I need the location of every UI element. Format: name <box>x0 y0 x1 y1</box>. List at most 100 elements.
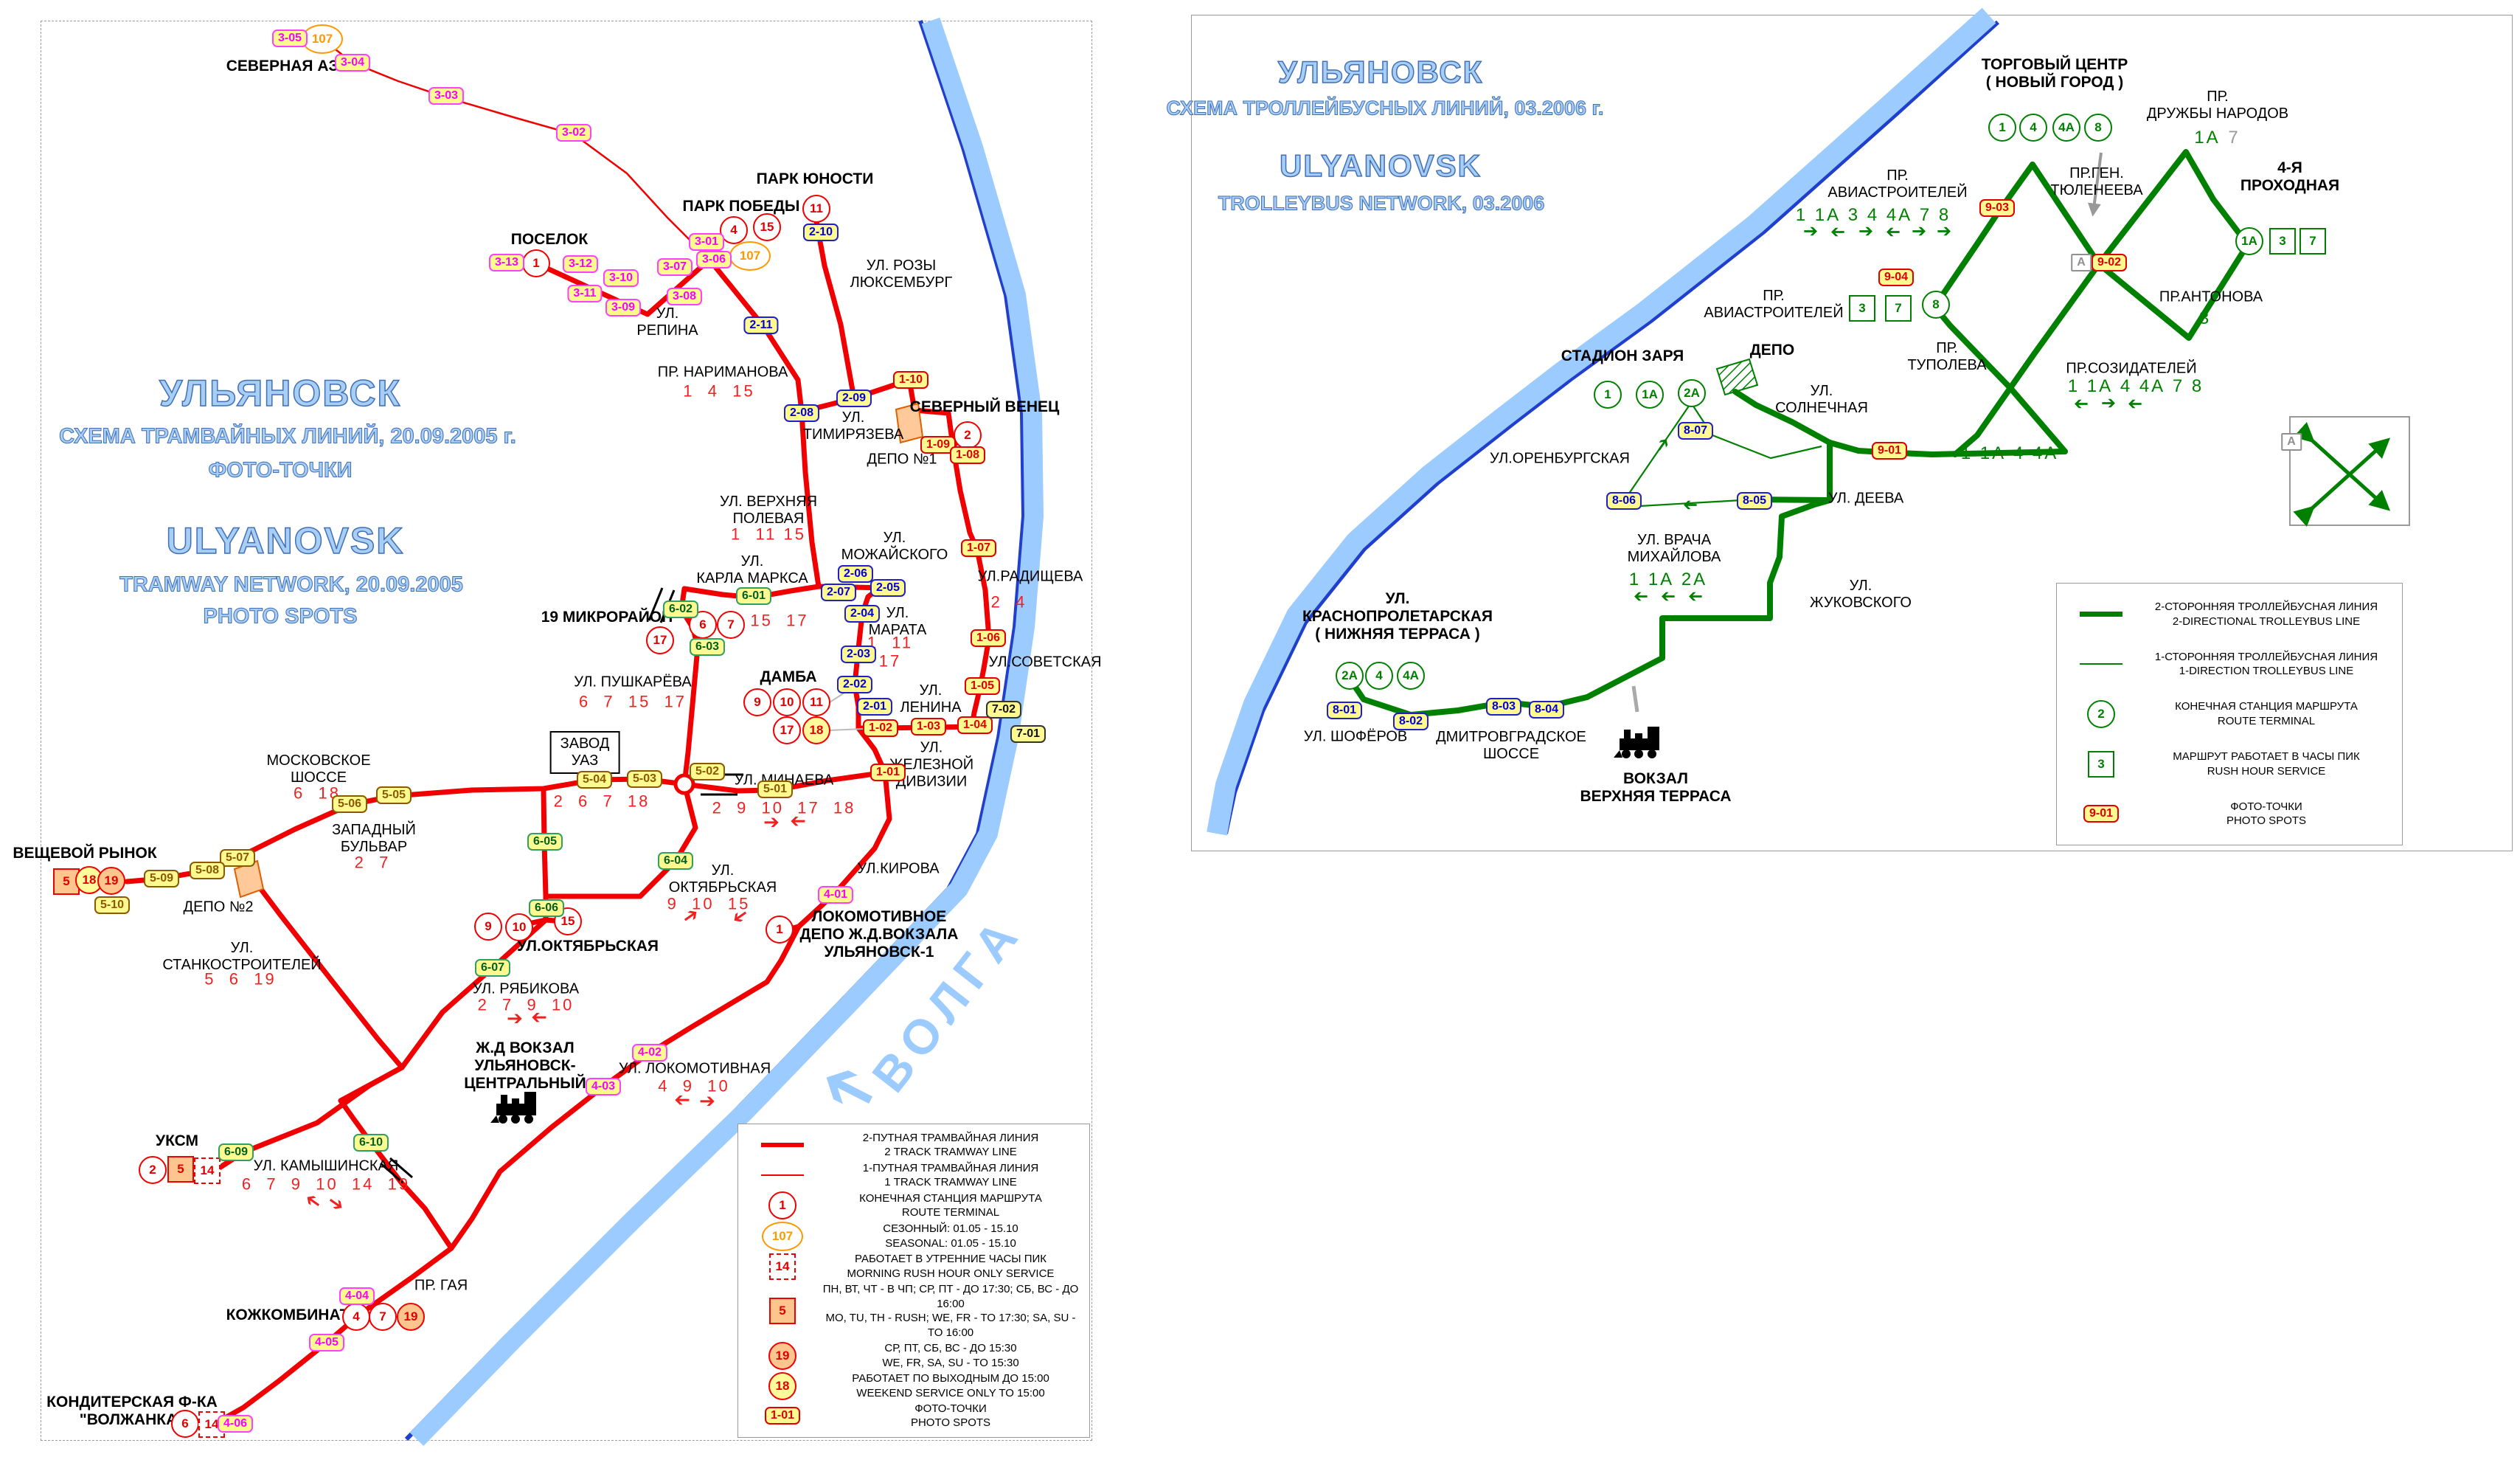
route-terminal-9: 9 <box>743 688 771 716</box>
map-label: ВЕЩЕВОЙ РЫНОК <box>13 844 157 862</box>
photo-spot-6-04[interactable]: 6-04 <box>657 852 694 870</box>
photo-spot-8-02[interactable]: 8-02 <box>1392 713 1429 730</box>
direction-arrow: ➔ <box>531 1007 547 1029</box>
photo-spot-5-04[interactable]: 5-04 <box>576 771 613 789</box>
photo-spot-8-04[interactable]: 8-04 <box>1528 701 1565 719</box>
photo-spot-3-04[interactable]: 3-04 <box>334 54 371 72</box>
photo-spot-6-06[interactable]: 6-06 <box>528 899 565 917</box>
photo-spot-5-06[interactable]: 5-06 <box>331 795 368 813</box>
photo-spot-3-06[interactable]: 3-06 <box>695 251 732 269</box>
photo-spot-4-01[interactable]: 4-01 <box>817 886 854 904</box>
map-label: ДАМБА <box>760 668 817 685</box>
photo-spot-3-10[interactable]: 3-10 <box>603 269 639 287</box>
photo-spot-1-03[interactable]: 1-03 <box>910 718 947 736</box>
photo-spot-6-02[interactable]: 6-02 <box>662 600 699 618</box>
photo-spot-1-06[interactable]: 1-06 <box>970 629 1007 647</box>
photo-spot-9-03[interactable]: 9-03 <box>1979 199 2016 217</box>
photo-spot-4-06[interactable]: 4-06 <box>217 1415 254 1433</box>
map-label: УЛ. КРАСНОПРОЛЕТАРСКАЯ ( НИЖНЯЯ ТЕРРАСА … <box>1302 589 1493 643</box>
photo-spot-2-11[interactable]: 2-11 <box>743 316 779 334</box>
photo-spot-1-09[interactable]: 1-09 <box>920 436 957 454</box>
photo-spot-6-05[interactable]: 6-05 <box>527 833 563 851</box>
photo-spot-3-13[interactable]: 3-13 <box>488 254 525 271</box>
route-terminal-7: 7 <box>717 611 745 639</box>
photo-spot-4-05[interactable]: 4-05 <box>308 1334 345 1351</box>
photo-spot-6-10[interactable]: 6-10 <box>353 1134 389 1152</box>
photo-spot-2-07[interactable]: 2-07 <box>820 584 857 601</box>
photo-spot-2-05[interactable]: 2-05 <box>869 579 906 597</box>
photo-spot-8-05[interactable]: 8-05 <box>1736 492 1773 510</box>
photo-spot-2-09[interactable]: 2-09 <box>836 390 872 407</box>
legend-text: КОНЕЧНАЯ СТАНЦИЯ МАРШРУТА ROUTE TERMINAL <box>859 1191 1042 1219</box>
photo-spot-2-10[interactable]: 2-10 <box>802 224 839 241</box>
legend-symbol-gl2 <box>2064 612 2138 617</box>
left-map-title-en: ULYANOVSK <box>166 519 405 562</box>
photo-spot-1-07[interactable]: 1-07 <box>960 539 997 557</box>
photo-spot-5-08[interactable]: 5-08 <box>189 862 226 879</box>
route-terminal-1: 1 <box>766 916 794 944</box>
photo-spot-3-09[interactable]: 3-09 <box>605 299 642 316</box>
photo-spot-6-07[interactable]: 6-07 <box>474 959 511 977</box>
photo-spot-2-01[interactable]: 2-01 <box>856 698 893 716</box>
photo-spot-2-08[interactable]: 2-08 <box>783 404 820 422</box>
photo-spot-8-06[interactable]: 8-06 <box>1606 492 1642 510</box>
photo-spot-2-03[interactable]: 2-03 <box>840 645 877 663</box>
route-terminal-4: 4 <box>1365 662 1393 690</box>
photo-spot-4-02[interactable]: 4-02 <box>631 1044 668 1062</box>
map-label: УЛ. ВЕРХНЯЯ ПОЛЕВАЯ <box>719 494 818 527</box>
photo-spot-5-01[interactable]: 5-01 <box>757 781 794 798</box>
photo-spot-3-08[interactable]: 3-08 <box>666 288 703 305</box>
route-terminal-8: 8 <box>2084 114 2112 142</box>
photo-spot-2-04[interactable]: 2-04 <box>844 605 881 623</box>
map-label: УЛ. ЖЕЛЕЗНОЙ ДИВИЗИИ <box>889 739 974 790</box>
photo-spot-А[interactable]: А <box>2281 433 2302 451</box>
photo-spot-7-01[interactable]: 7-01 <box>1010 725 1046 743</box>
photo-spot-5-10[interactable]: 5-10 <box>94 896 131 914</box>
photo-spot-6-01[interactable]: 6-01 <box>735 587 772 605</box>
photo-spot-1-08[interactable]: 1-08 <box>949 446 986 464</box>
photo-spot-3-02[interactable]: 3-02 <box>555 124 592 142</box>
photo-spot-4-03[interactable]: 4-03 <box>585 1078 622 1096</box>
photo-spot-8-03[interactable]: 8-03 <box>1485 698 1522 716</box>
photo-spot-3-07[interactable]: 3-07 <box>656 258 693 276</box>
photo-spot-8-01[interactable]: 8-01 <box>1326 702 1363 719</box>
photo-spot-6-09[interactable]: 6-09 <box>218 1143 254 1161</box>
photo-spot-3-12[interactable]: 3-12 <box>562 255 599 273</box>
photo-spot-5-03[interactable]: 5-03 <box>626 770 663 788</box>
photo-spot-2-06[interactable]: 2-06 <box>837 565 874 583</box>
photo-spot-2-02[interactable]: 2-02 <box>836 676 873 693</box>
photo-spot-1-01[interactable]: 1-01 <box>869 764 906 781</box>
map-label: УЛ. ДЕЕВА <box>1827 490 1904 507</box>
route-terminal-1: 1 <box>1988 114 2016 142</box>
photo-spot-5-02[interactable]: 5-02 <box>689 763 726 781</box>
photo-spot-3-11[interactable]: 3-11 <box>567 285 603 302</box>
photo-spot-9-02[interactable]: 9-02 <box>2091 254 2128 271</box>
direction-arrow: ➔ <box>1802 221 1819 241</box>
photo-spot-3-03[interactable]: 3-03 <box>428 87 465 105</box>
photo-spot-5-05[interactable]: 5-05 <box>375 786 412 804</box>
photo-spot-6-03[interactable]: 6-03 <box>689 638 726 656</box>
map-label: УЛ. ВРАЧА МИХАЙЛОВА <box>1627 532 1721 565</box>
map-label: МОСКОВСКОЕ ШОССЕ <box>266 752 371 786</box>
route-terminal-17: 17 <box>773 716 801 744</box>
photo-spot-А[interactable]: А <box>2071 254 2092 271</box>
photo-spot-9-01[interactable]: 9-01 <box>1871 442 1908 460</box>
photo-spot-5-09[interactable]: 5-09 <box>143 870 180 887</box>
route-terminal-10: 10 <box>505 913 533 941</box>
map-label: УЛ. ТИМИРЯЗЕВА <box>802 409 904 443</box>
photo-spot-4-04[interactable]: 4-04 <box>339 1287 375 1305</box>
photo-spot-8-07[interactable]: 8-07 <box>1677 422 1714 440</box>
map-label: ПР.АНТОНОВА <box>2159 288 2263 305</box>
photo-spot-1-04[interactable]: 1-04 <box>957 716 993 734</box>
photo-spot-9-04[interactable]: 9-04 <box>1878 269 1915 286</box>
photo-spot-1-02[interactable]: 1-02 <box>862 719 899 737</box>
photo-spot-3-05[interactable]: 3-05 <box>271 30 308 47</box>
route-terminal-5: 5 <box>167 1156 194 1183</box>
photo-spot-1-10[interactable]: 1-10 <box>892 371 929 389</box>
photo-spot-1-05[interactable]: 1-05 <box>964 677 1001 695</box>
photo-spot-7-02[interactable]: 7-02 <box>985 701 1022 719</box>
photo-spot-5-07[interactable]: 5-07 <box>219 849 256 867</box>
photo-spot-3-01[interactable]: 3-01 <box>688 233 725 251</box>
